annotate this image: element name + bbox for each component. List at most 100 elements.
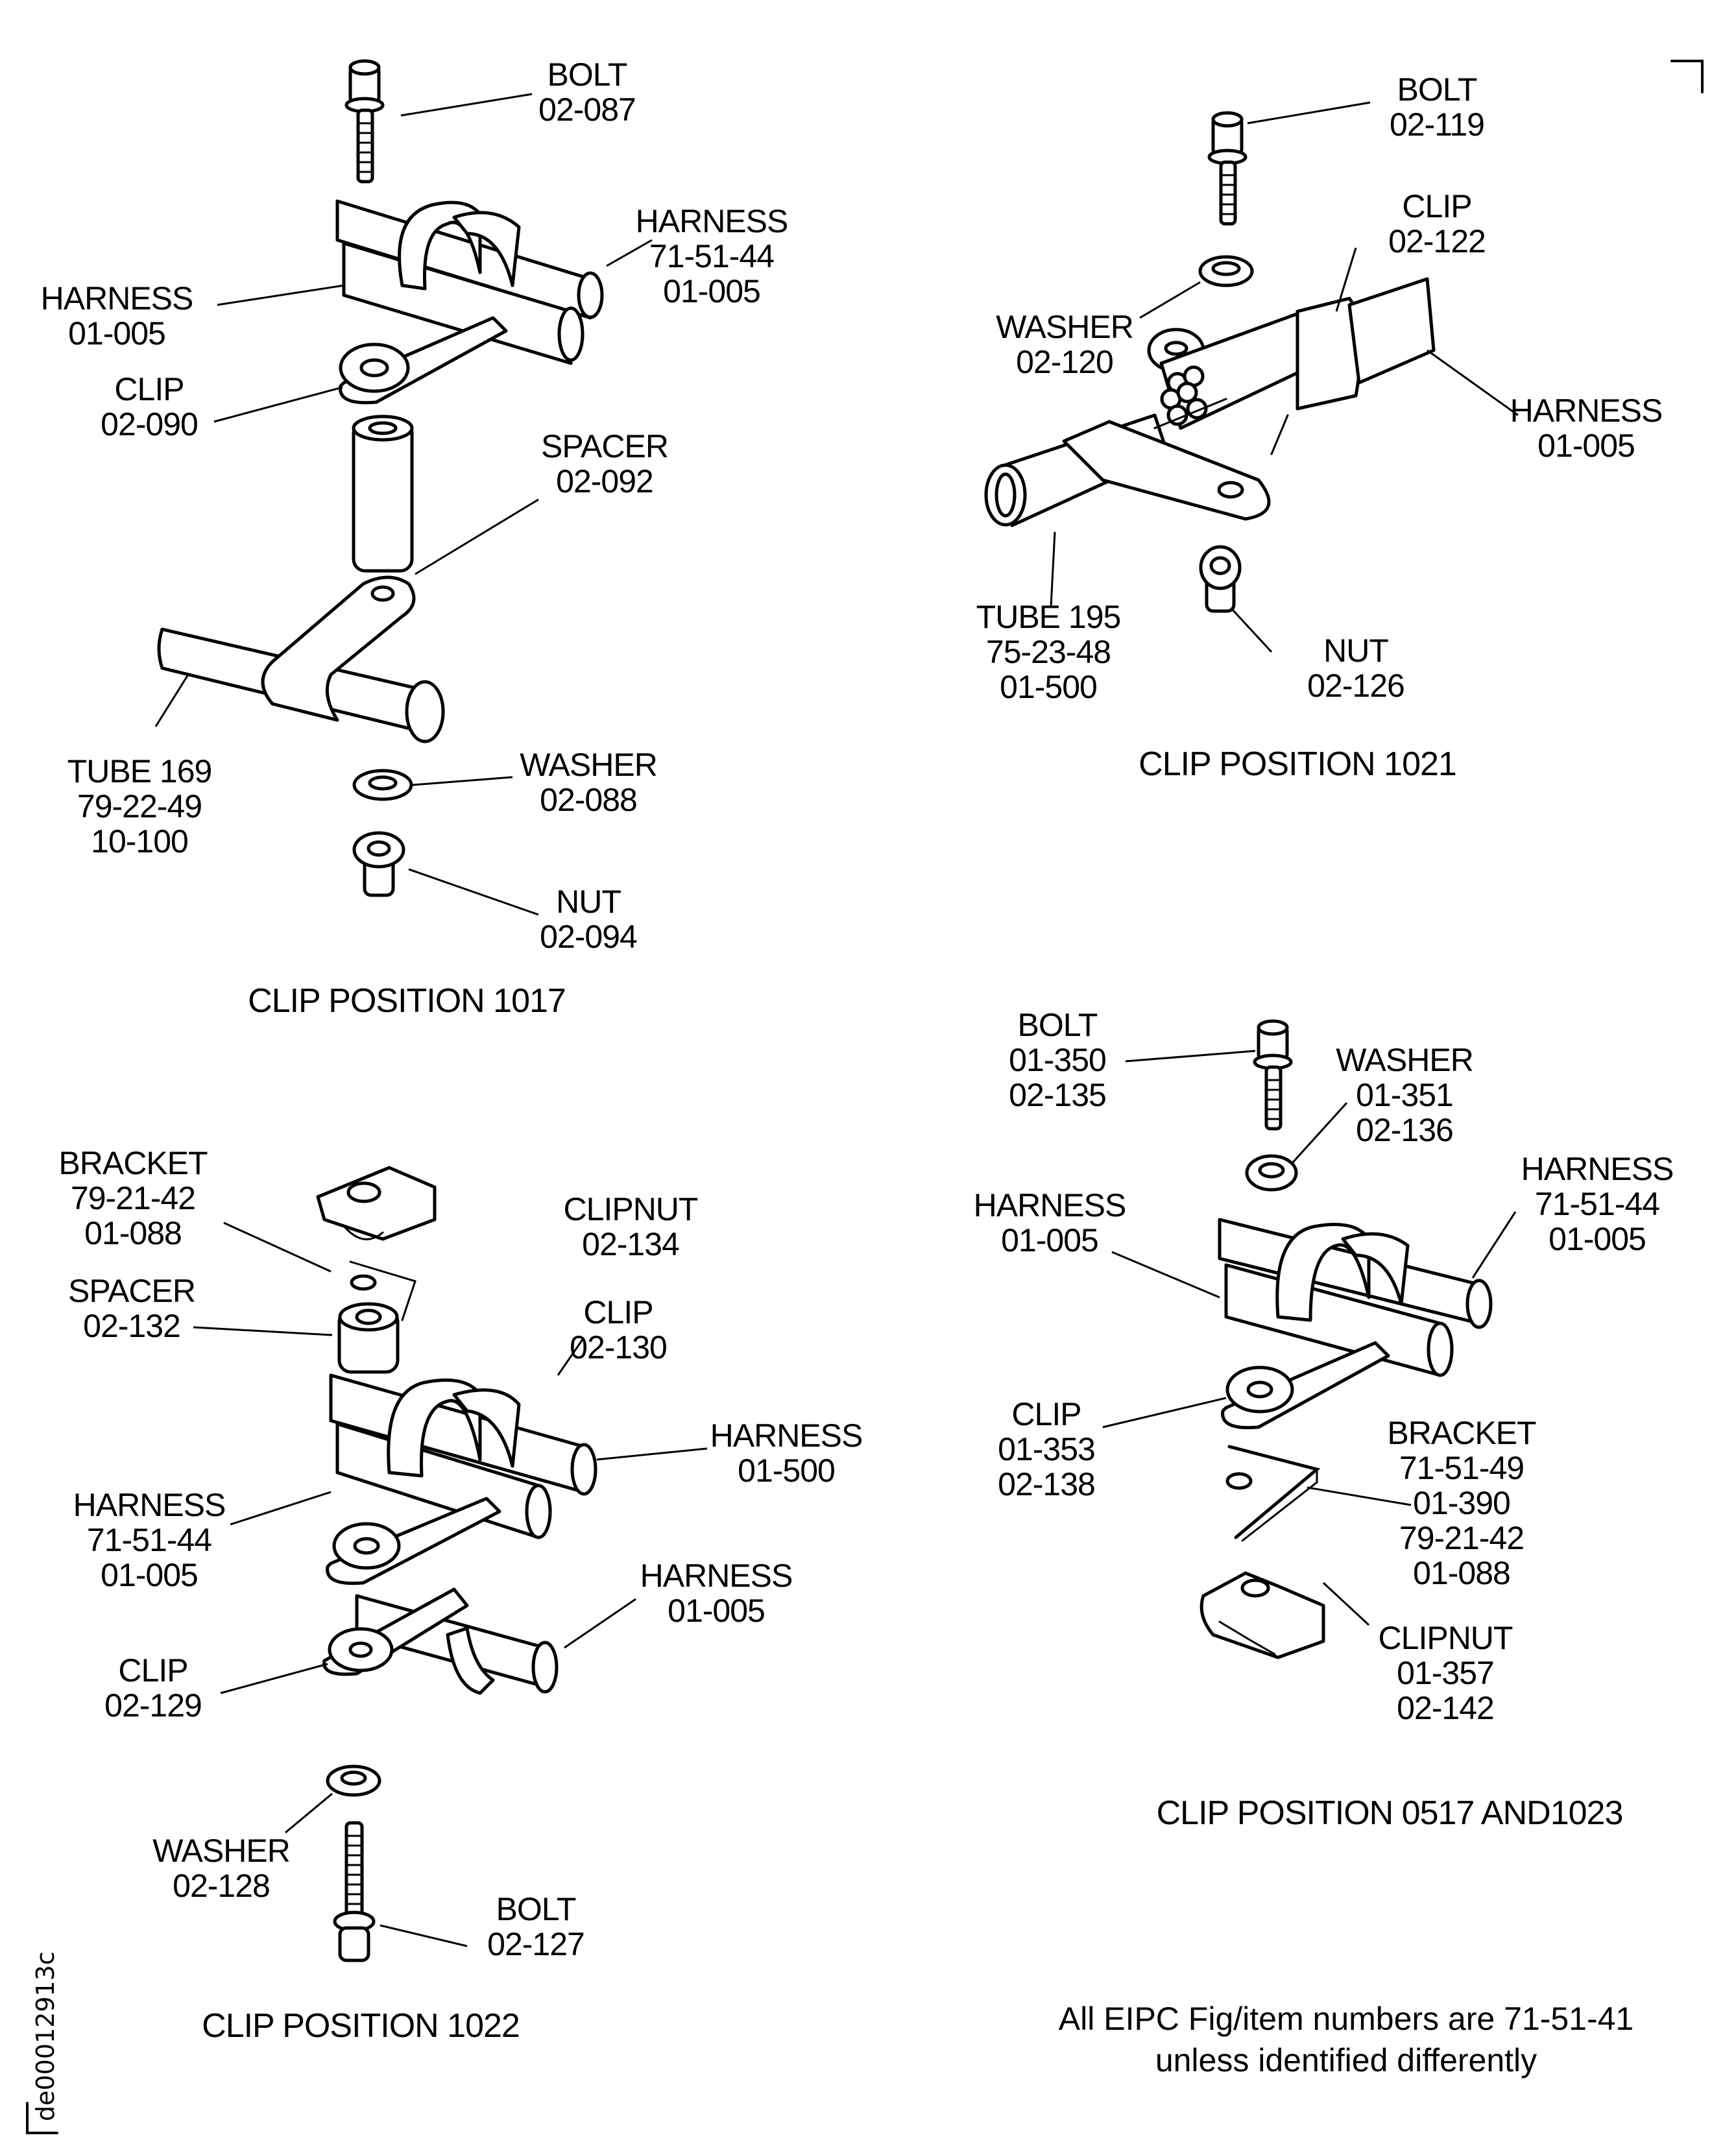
figure-id: de00012913c [31, 1951, 60, 2121]
callout-clipnut-02-134: CLIPNUT 02-134 [564, 1192, 699, 1262]
callout-ref: 71-51-44 [649, 238, 775, 274]
callout-name: HARNESS [640, 1558, 793, 1594]
callout-name: CLIP [114, 371, 184, 407]
callout-ref: 01-005 [68, 315, 166, 352]
callout-ref: 02-128 [173, 1868, 271, 1904]
callout-name: HARNESS [973, 1187, 1127, 1223]
callout-name: HARNESS [635, 203, 789, 239]
callout-ref: 02-126 [1307, 668, 1405, 704]
callout-name: BOLT [547, 56, 628, 93]
callout-bolt-02-087: BOLT 02-087 [538, 57, 636, 127]
callout-nut-02-094: NUT 02-094 [540, 884, 638, 955]
callout-washer-02-128: WASHER 02-128 [152, 1833, 291, 1904]
tube-bracket-icon [984, 398, 1289, 527]
callout-ref: 02-130 [570, 1329, 668, 1366]
callout-ref: 01-005 [1537, 427, 1635, 464]
callout-name: HARNESS [710, 1417, 863, 1454]
callout-name: CLIPNUT [1378, 1620, 1513, 1656]
callout-ref: 02-142 [1397, 1690, 1495, 1726]
callout-ref: 02-132 [83, 1308, 181, 1344]
callout-ref: 01-353 [998, 1431, 1096, 1467]
callout-name: WASHER [152, 1833, 291, 1869]
spacer-icon [352, 415, 414, 573]
callout-name: BOLT [1017, 1007, 1098, 1043]
callout-spacer-02-092: SPACER 02-092 [541, 429, 669, 499]
crop-mark-top-right [1670, 60, 1704, 93]
eipc-note-line-2: unless identified differently [1155, 2042, 1537, 2078]
callout-ref: 71-51-44 [1534, 1186, 1660, 1222]
bracket-icon [1225, 1445, 1321, 1542]
panel-0517-1023-artwork [1102, 1019, 1517, 1659]
callout-name: HARNESS [1510, 392, 1663, 429]
panel-caption-0517-1023: CLIP POSITION 0517 AND1023 [1156, 1794, 1624, 1832]
panel-caption-1021: CLIP POSITION 1021 [1139, 745, 1457, 783]
callout-ref: 02-127 [487, 1926, 585, 1962]
callout-name: WASHER [1336, 1042, 1474, 1078]
callout-ref: 02-136 [1356, 1112, 1454, 1148]
spacer-icon [337, 1302, 400, 1374]
callout-harness-01-005: HARNESS 01-005 [40, 280, 194, 352]
callout-name: NUT [556, 884, 621, 920]
callout-ref: 02-090 [101, 406, 199, 442]
eipc-note: All EIPC Fig/item numbers are 71-51-41 u… [1059, 1998, 1634, 2081]
callout-name: CLIP [1402, 188, 1472, 224]
callout-ref: 01-005 [101, 1557, 199, 1593]
callout-harness-71-51-44: HARNESS 71-51-44 01-005 [635, 203, 789, 309]
callout-harness-01-005: HARNESS 01-005 [973, 1187, 1127, 1258]
callout-ref: 75-23-48 [985, 634, 1111, 670]
callout-tube-195: TUBE 195 75-23-48 01-500 [976, 599, 1122, 705]
callout-ref: 01-005 [1001, 1222, 1099, 1258]
callout-ref: 02-134 [582, 1226, 680, 1262]
callout-clip-02-129: CLIP 02-129 [104, 1653, 202, 1723]
clipnut-icon [1200, 1571, 1325, 1659]
tube-bracket-icon [157, 575, 445, 743]
callout-tube-169: TUBE 169 79-22-49 10-100 [67, 753, 213, 859]
callout-bracket-71-51-49: BRACKET 71-51-49 01-390 79-21-42 01-088 [1387, 1415, 1536, 1591]
callout-name: WASHER [996, 309, 1134, 345]
callout-clip-02-090: CLIP 02-090 [101, 371, 199, 442]
callout-ref: 01-500 [1000, 669, 1098, 705]
callout-name: CLIP [583, 1294, 653, 1330]
callout-ref: 01-350 [1009, 1042, 1107, 1078]
callout-bolt-01-350: BOLT 01-350 02-135 [1009, 1007, 1107, 1113]
callout-ref: 79-21-42 [1399, 1520, 1525, 1556]
panel-1021-artwork [984, 101, 1519, 653]
callout-name: TUBE 195 [976, 599, 1122, 635]
callout-name: SPACER [68, 1273, 196, 1309]
callout-ref: 02-087 [538, 91, 636, 128]
callout-ref: 79-22-49 [77, 788, 202, 825]
harness-clip-icon [1147, 277, 1436, 430]
callout-ref: 01-351 [1356, 1077, 1454, 1113]
callout-ref: 02-094 [540, 919, 638, 955]
callout-washer-01-351: WASHER 01-351 02-136 [1336, 1042, 1474, 1148]
panel-1022-artwork [193, 1166, 708, 1962]
callout-ref: 02-122 [1388, 223, 1486, 259]
callout-harness-01-005: HARNESS 01-005 [1510, 393, 1663, 463]
callout-washer-02-120: WASHER 02-120 [996, 309, 1134, 379]
callout-name: BRACKET [1387, 1415, 1536, 1451]
eipc-note-line-1: All EIPC Fig/item numbers are 71-51-41 [1058, 2001, 1634, 2037]
crop-mark-bottom-left [26, 2102, 58, 2134]
callout-harness-71-51-44: HARNESS 71-51-44 01-005 [73, 1487, 226, 1593]
callout-name: HARNESS [40, 280, 194, 317]
callout-ref: 01-005 [663, 273, 761, 309]
callout-name: TUBE 169 [67, 753, 213, 789]
callout-ref: 02-129 [104, 1687, 202, 1724]
callout-ref: 02-138 [998, 1466, 1096, 1502]
callout-name: BOLT [496, 1891, 577, 1927]
callout-bolt-02-127: BOLT 02-127 [487, 1892, 585, 1962]
bracket-icon [349, 1260, 416, 1321]
callout-washer-02-088: WASHER 02-088 [520, 747, 658, 818]
bolt-icon [1253, 1019, 1293, 1131]
callout-ref: 02-088 [540, 782, 638, 818]
harness-clip-icon [1218, 1218, 1493, 1430]
bolt-icon [1207, 111, 1248, 226]
callout-bolt-02-119: BOLT 02-119 [1390, 72, 1485, 142]
callout-clip-01-353: CLIP 01-353 02-138 [998, 1397, 1096, 1502]
washer-icon [326, 1764, 381, 1797]
callout-ref: 02-135 [1009, 1077, 1107, 1113]
callout-ref: 01-088 [1413, 1555, 1511, 1591]
harness-clip-icon [335, 199, 604, 405]
callout-harness-01-005: HARNESS 01-005 [640, 1558, 793, 1628]
callout-ref: 71-51-44 [86, 1522, 212, 1558]
